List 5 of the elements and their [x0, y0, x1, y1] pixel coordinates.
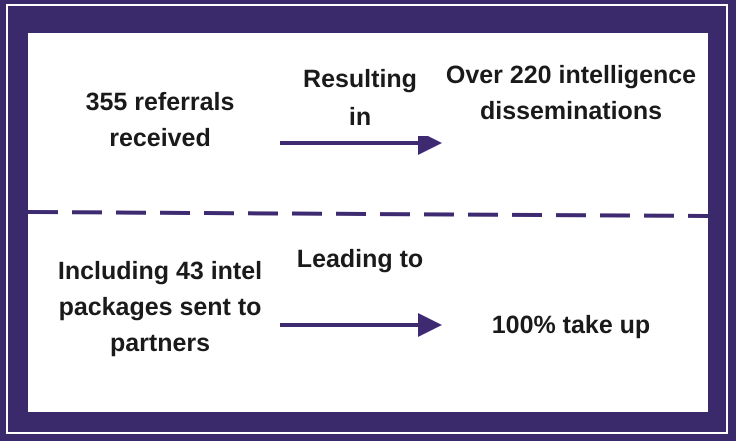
statistic-text: Over 220 intelligence disseminations [440, 57, 702, 165]
statistic-text: 355 referrals received [40, 84, 280, 156]
statistic-text: Including 43 intel packages sent to partners [40, 253, 280, 397]
statistic-text: 100% take up [440, 307, 702, 343]
arrow [280, 313, 442, 337]
